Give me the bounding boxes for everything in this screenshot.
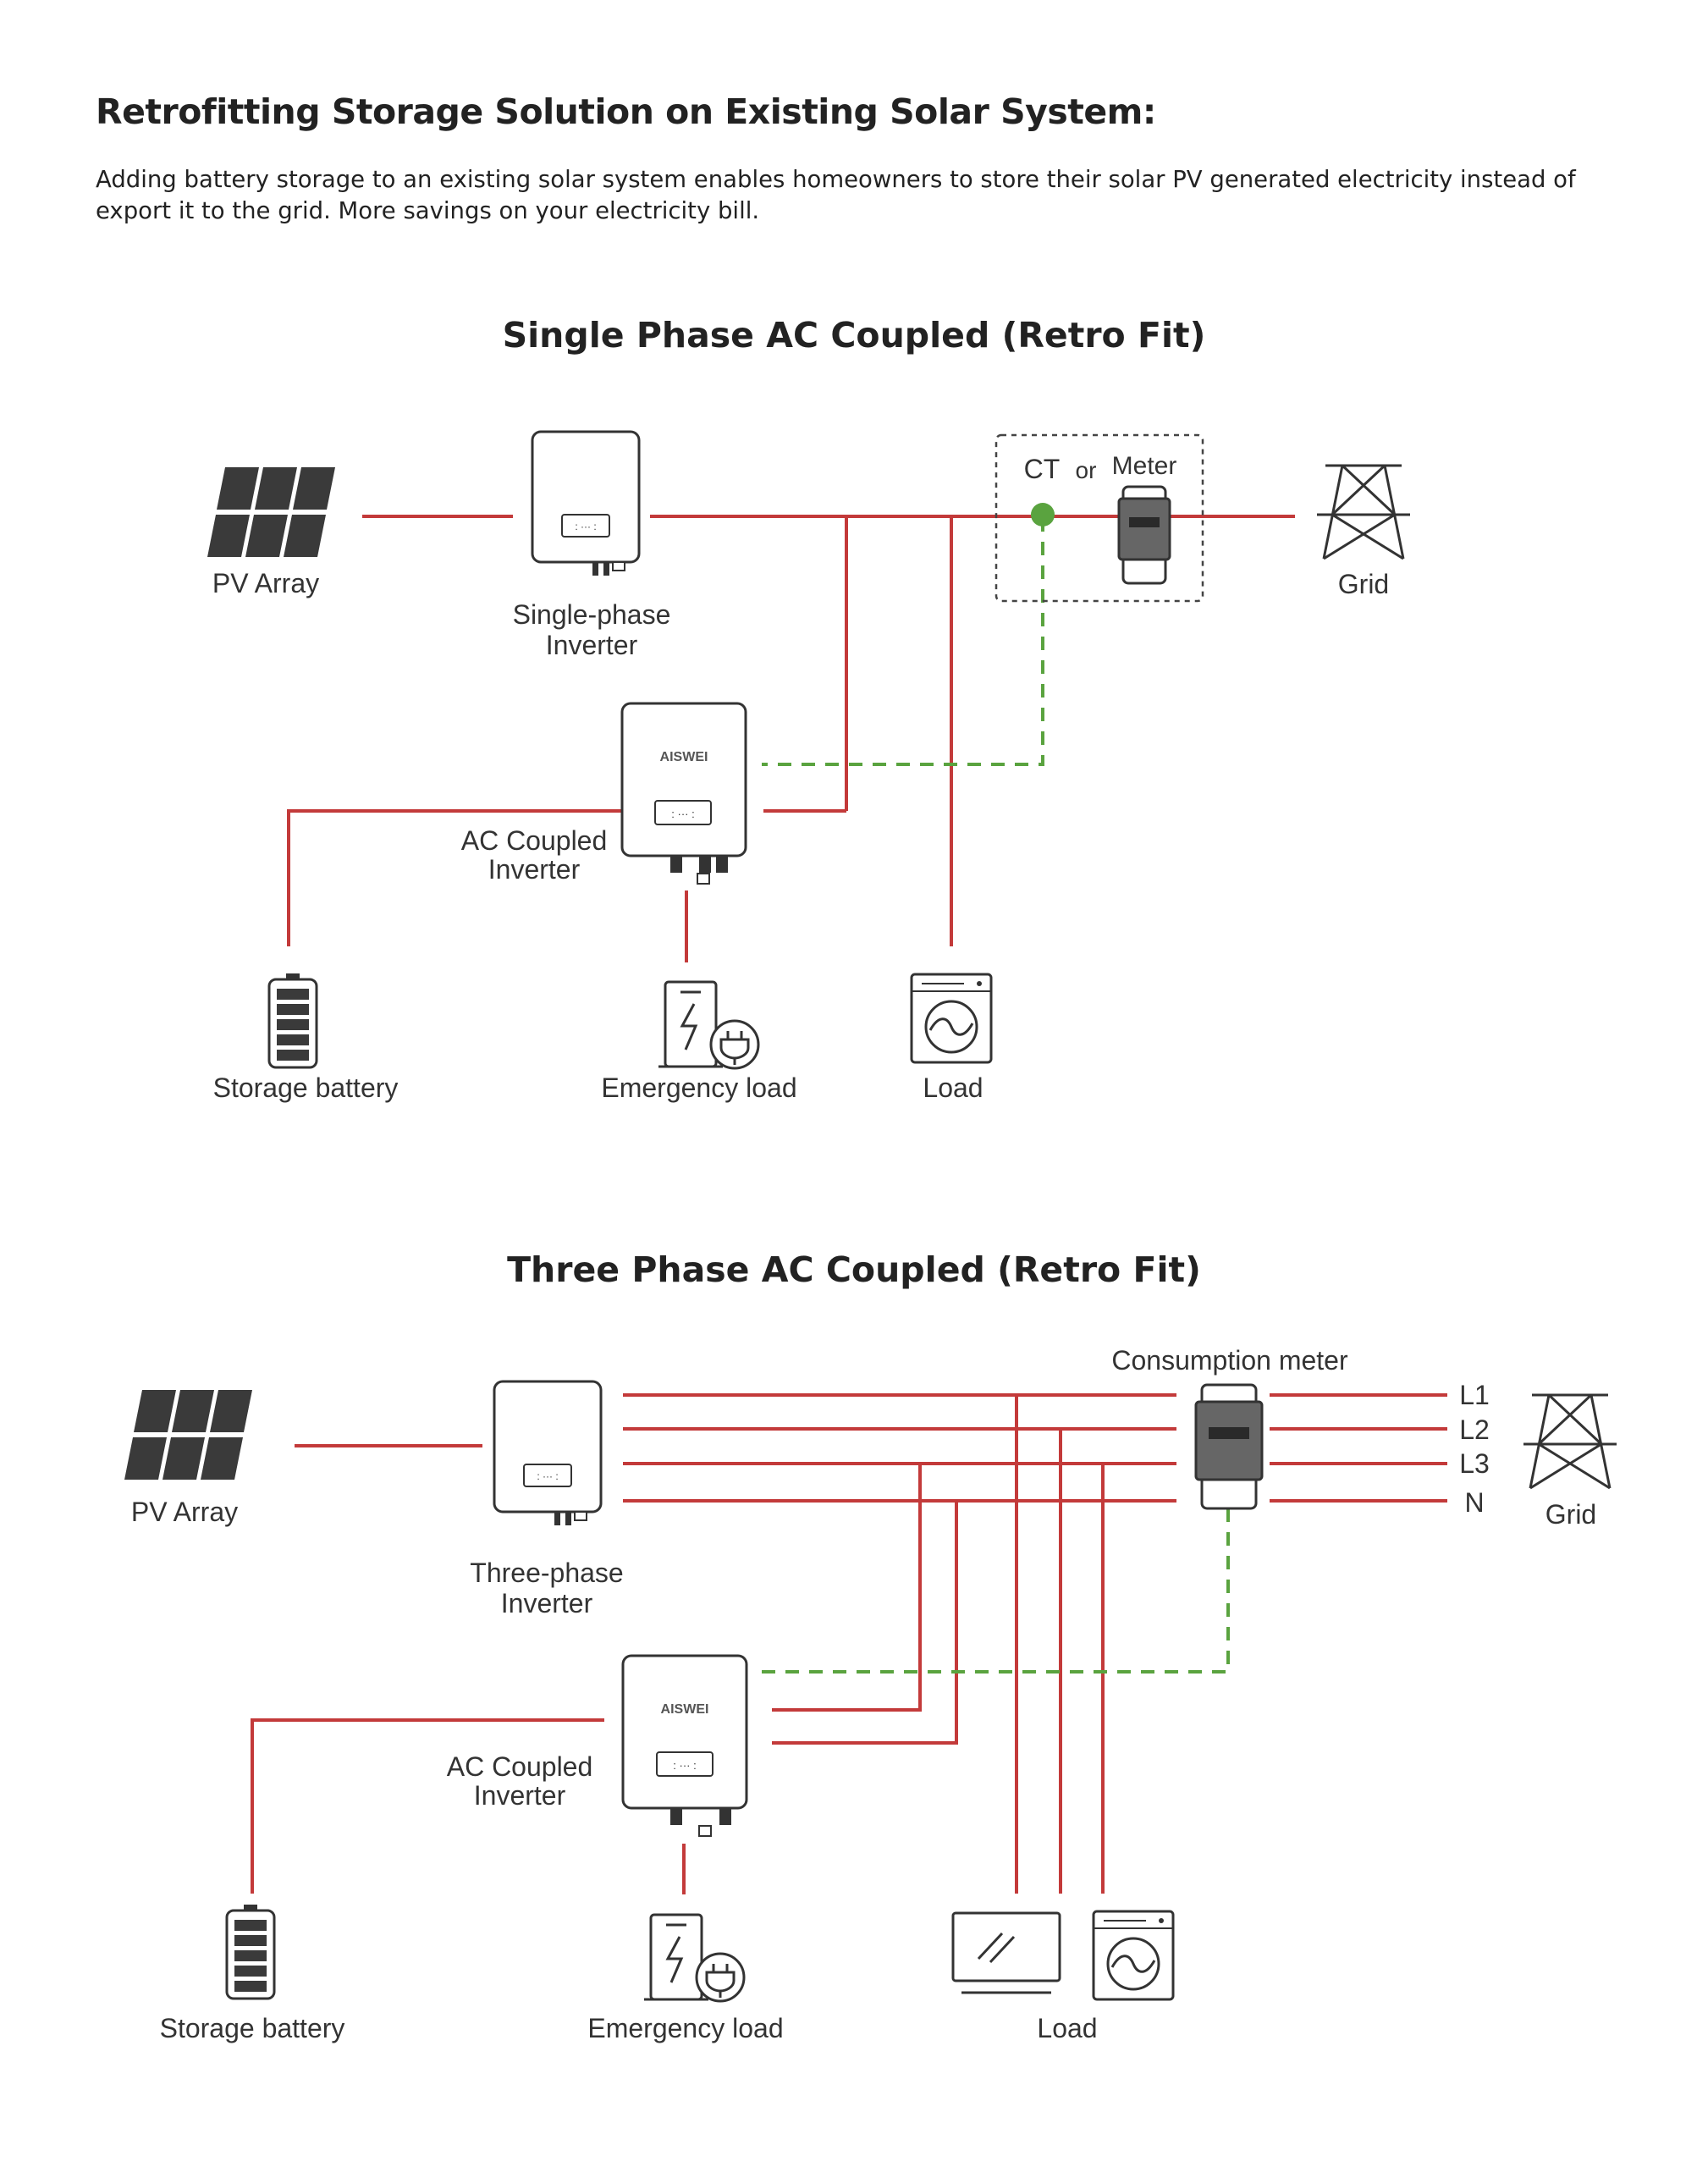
svg-text:AISWEI: AISWEI [661, 1702, 709, 1717]
battery-icon [225, 1903, 276, 2000]
ct-label: CT [1024, 454, 1061, 484]
svg-text:Inverter: Inverter [501, 1588, 593, 1618]
washing-machine-icon [910, 973, 993, 1064]
l3-label: L3 [1459, 1448, 1490, 1479]
svg-text:Inverter: Inverter [546, 630, 638, 660]
single-phase-title: Single Phase AC Coupled (Retro Fit) [502, 315, 1206, 356]
svg-text:or: or [1076, 457, 1097, 483]
ac-inverter-l3-wire [772, 1464, 922, 1712]
page-title: Retrofitting Storage Solution on Existin… [96, 91, 1156, 132]
n-label: N [1464, 1487, 1484, 1518]
svg-text:Inverter: Inverter [488, 854, 581, 885]
consumption-meter-label: Consumption meter [1111, 1345, 1348, 1376]
svg-text:Inverter: Inverter [474, 1780, 566, 1811]
ac-inverter-n-wire [772, 1501, 958, 1745]
consumption-meter-icon [1194, 1383, 1264, 1510]
three-phase-diagram: PV Array : ··· : Three-phase Inverter Co… [124, 1345, 1618, 2043]
l2-label: L2 [1459, 1414, 1490, 1445]
svg-text:: ··· :: : ··· : [673, 1759, 696, 1772]
single-phase-diagram: PV Array : ··· : Single-phase Inverter C… [207, 430, 1412, 1103]
ac-coupled-inverter-label: AC Coupled [447, 1751, 593, 1782]
l1-label: L1 [1459, 1380, 1490, 1410]
solar-panel-icon [124, 1390, 252, 1480]
ct-signal-line [762, 518, 1044, 766]
svg-text:: ··· :: : ··· : [575, 521, 596, 532]
three-phase-inverter-label: Three-phase [470, 1558, 623, 1588]
ev-charger-icon [657, 980, 760, 1070]
svg-text:: ··· :: : ··· : [537, 1470, 558, 1482]
load-label: Load [1037, 2013, 1097, 2043]
ac-coupled-inverter-label: AC Coupled [461, 825, 608, 856]
meter-icon [1117, 485, 1171, 585]
ac-coupled-inverter-icon: AISWEI : ··· : [620, 702, 747, 885]
ev-charger-icon [642, 1913, 746, 2003]
intro-paragraph: Adding battery storage to an existing so… [96, 166, 1576, 224]
grid-label: Grid [1338, 569, 1389, 599]
battery-icon [267, 972, 318, 1069]
single-phase-inverter-icon: : ··· : [531, 430, 641, 576]
three-phase-title: Three Phase AC Coupled (Retro Fit) [507, 1249, 1201, 1290]
grid-tower-icon [1522, 1393, 1618, 1490]
ct-clamp-icon [1031, 503, 1055, 527]
storage-battery-label: Storage battery [213, 1072, 399, 1103]
grid-tower-icon [1315, 464, 1412, 560]
storage-battery-label: Storage battery [160, 2013, 345, 2043]
pv-array-label: PV Array [212, 568, 319, 598]
battery-wire [287, 809, 622, 946]
svg-text:: ··· :: : ··· : [671, 808, 694, 820]
battery-wire [251, 1718, 604, 1894]
load-label: Load [923, 1072, 983, 1103]
svg-text:AISWEI: AISWEI [660, 750, 708, 764]
meter-signal-line [762, 1508, 1230, 1673]
emergency-load-label: Emergency load [601, 1072, 796, 1103]
meter-label: Meter [1112, 452, 1177, 480]
single-phase-inverter-label: Single-phase [513, 599, 671, 630]
three-phase-inverter-icon: : ··· : [493, 1380, 603, 1525]
washing-machine-icon [1092, 1910, 1175, 2001]
tv-icon [951, 1911, 1061, 1994]
emergency-load-label: Emergency load [587, 2013, 783, 2043]
solar-panel-icon [207, 467, 335, 557]
pv-array-label: PV Array [131, 1497, 238, 1527]
grid-label: Grid [1545, 1499, 1596, 1530]
ac-coupled-inverter-icon: AISWEI : ··· : [621, 1654, 748, 1837]
